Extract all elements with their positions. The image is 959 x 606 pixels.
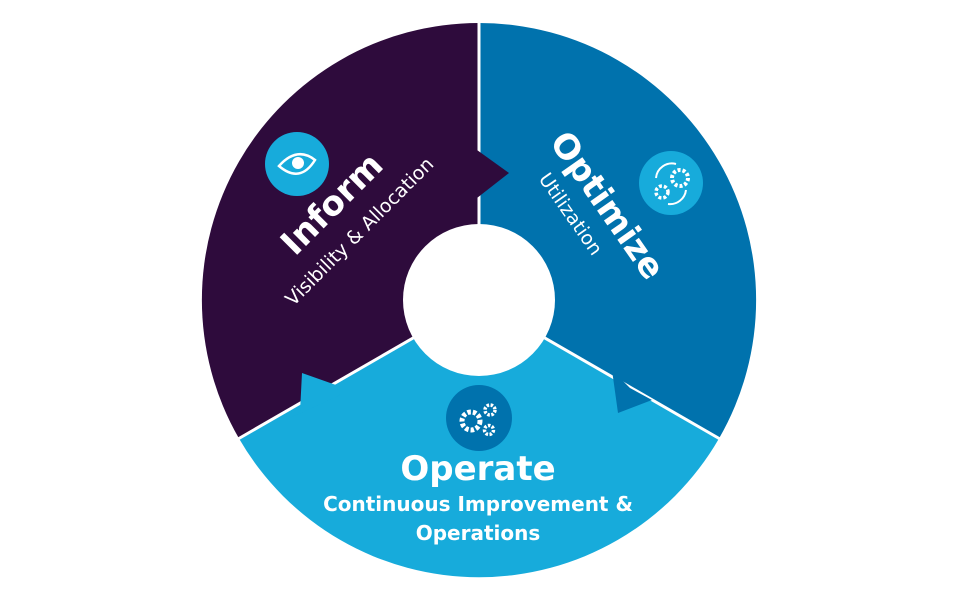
gears-icon	[446, 385, 512, 451]
center-hole	[403, 224, 555, 376]
eye-icon	[265, 132, 329, 196]
gears-cycle-icon	[639, 151, 703, 215]
operate-subtitle-line2: Operations	[416, 521, 541, 545]
operate-subtitle-line1: Continuous Improvement &	[323, 492, 633, 516]
optimize-segment	[479, 22, 757, 439]
inform-arrow	[477, 150, 509, 198]
operate-title: Operate	[400, 449, 555, 489]
inform-segment	[201, 22, 479, 439]
optimize-arrow	[612, 370, 652, 413]
operate-arrow	[290, 373, 340, 418]
